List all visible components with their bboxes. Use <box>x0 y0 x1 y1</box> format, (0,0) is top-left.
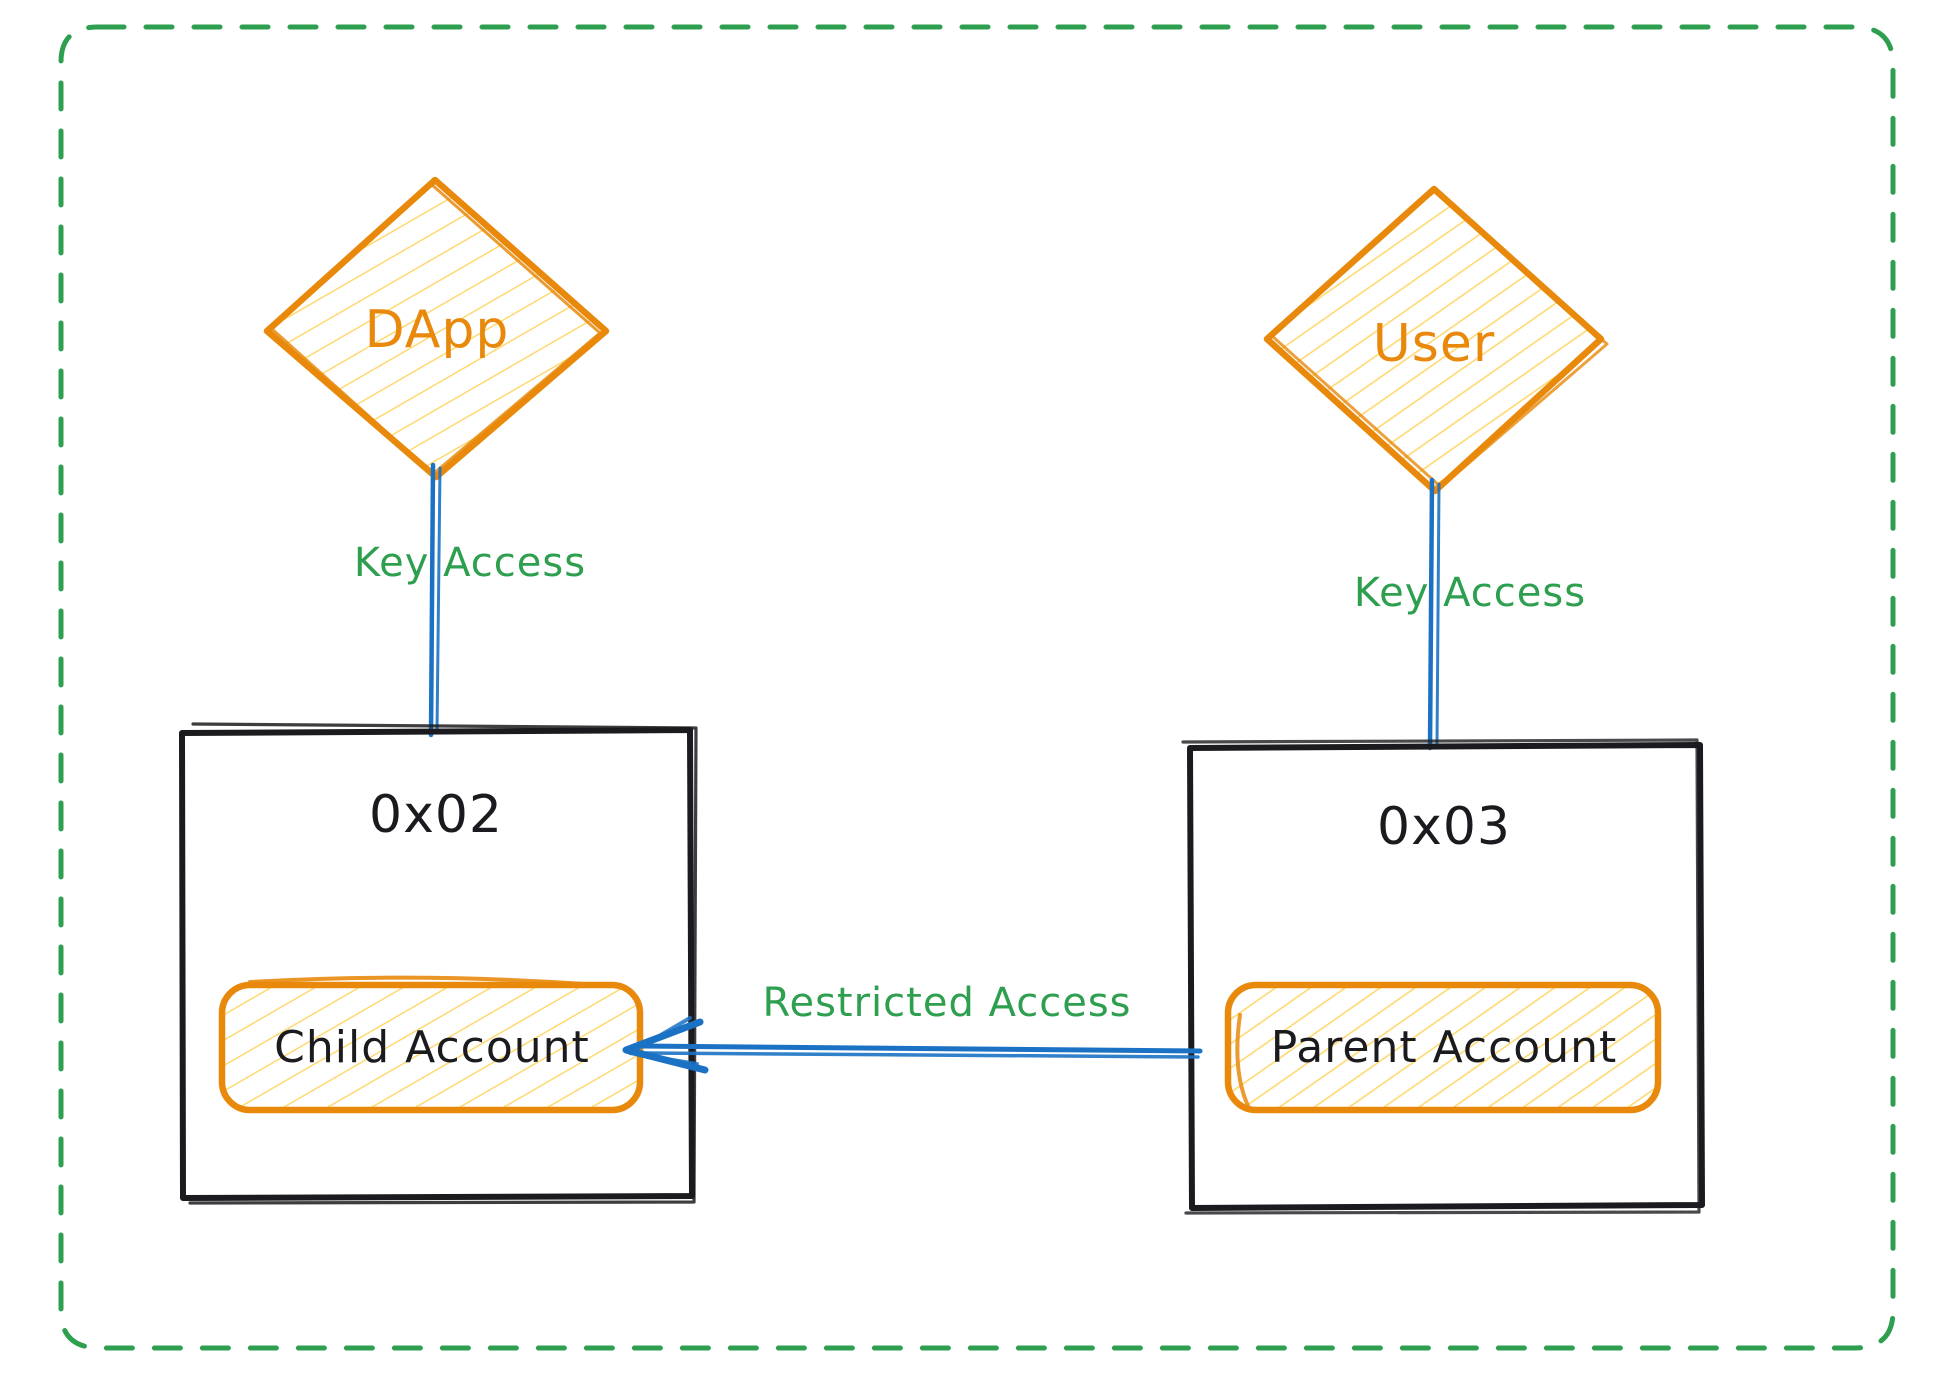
edge-label-key-access-left: Key Access <box>354 540 586 586</box>
account-0x03-label: 0x03 <box>1377 797 1511 857</box>
child-outline-2 <box>248 975 602 987</box>
box-0x03-outline-2 <box>1181 738 1701 1215</box>
child-hatch-fill <box>222 985 640 1110</box>
node-user[interactable]: User <box>1250 170 1630 510</box>
box-0x03-outline-1 <box>1187 742 1705 1211</box>
user-outline-2 <box>1270 194 1609 489</box>
node-parent-account[interactable]: Parent Account <box>1220 975 1670 1125</box>
parent-account-label: Parent Account <box>1271 1022 1618 1073</box>
parent-outline-1 <box>1224 981 1662 1114</box>
box-0x02-outline-1 <box>179 727 695 1201</box>
parent-hatch-fill <box>1228 985 1658 1110</box>
dapp-outline-1 <box>263 176 610 481</box>
box-0x02-outline-2 <box>188 722 698 1205</box>
dashed-boundary-frame <box>58 24 1896 1351</box>
node-child-account[interactable]: Child Account <box>215 975 655 1125</box>
edge-user-to-0x03[interactable] <box>1427 477 1441 751</box>
arrowhead-left-icon <box>622 1018 709 1074</box>
user-label: User <box>1373 314 1496 374</box>
node-account-0x02[interactable]: 0x02 <box>179 722 698 1205</box>
child-account-label: Child Account <box>274 1022 590 1073</box>
node-account-0x03[interactable]: 0x03 <box>1181 738 1705 1215</box>
dapp-label: DApp <box>365 300 510 360</box>
edge-label-restricted-access: Restricted Access <box>762 980 1131 1026</box>
parent-outline-2 <box>1235 1013 1250 1108</box>
arrowhead-left-icon-2 <box>628 1016 699 1066</box>
edge-label-key-access-right: Key Access <box>1354 570 1586 616</box>
account-0x02-label: 0x02 <box>369 785 503 845</box>
edge-parent-to-child[interactable] <box>622 1016 1203 1074</box>
edge-dapp-to-0x02[interactable] <box>428 462 442 738</box>
node-dapp[interactable]: DApp <box>250 160 630 500</box>
